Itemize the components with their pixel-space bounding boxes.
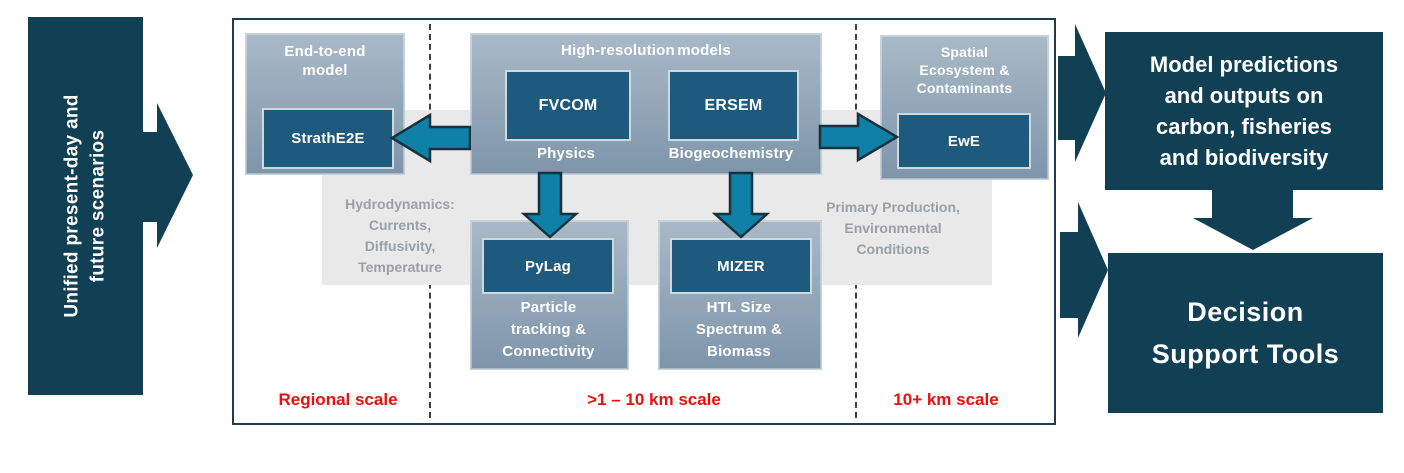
arrow-predictions-to-dst-icon [1193,190,1313,250]
hydrodynamics-line: Hydrodynamics: [345,196,455,212]
particle-tracking-label: Particle tracking & Connectivity [470,297,627,363]
spatial-title-line: Spatial [940,44,989,60]
arrow-framework-to-dst-icon [1060,202,1108,338]
ewe-box: EwE [897,113,1031,169]
predictions-line: and biodiversity [1159,145,1329,170]
primary-production-line: Primary Production, [826,199,960,215]
predictions-line: carbon, fisheries [1155,114,1333,139]
fvcom-box: FVCOM [505,70,631,141]
htl-size-line: HTL Size [706,299,772,316]
ersem-box: ERSEM [668,70,799,141]
scenarios-banner-label: Unified present-day and future scenarios [60,26,112,387]
hydrodynamics-label: Hydrodynamics: Currents, Diffusivity, Te… [322,194,478,278]
particle-tracking-line: tracking & [510,321,587,338]
hydrodynamics-line: Temperature [358,259,442,275]
scenarios-banner-line: future scenarios [87,129,109,283]
biogeochemistry-label: Biogeochemistry [668,145,794,162]
mid-scale-label: >1 – 10 km scale [587,390,721,409]
htl-size-line: Spectrum & [695,321,783,338]
particle-tracking-line: Particle [520,299,577,316]
hydrodynamics-line: Diffusivity, [364,238,436,254]
end-to-end-title-line: model [302,62,348,79]
spatial-title-line: Contaminants [916,80,1013,96]
primary-production-label: Primary Production, Environmental Condit… [803,197,983,260]
dst-line: Support Tools [1151,339,1340,369]
decision-support-tools-box: Decision Support Tools [1108,253,1383,413]
physics-label: Physics [536,145,596,162]
dst-line: Decision [1187,297,1304,327]
large-scale-label: 10+ km scale [893,390,999,409]
end-to-end-title-line: End-to-end [284,43,366,60]
arrow-framework-to-predictions-icon [1058,24,1106,162]
ewe-label: EwE [947,132,981,150]
primary-production-line: Environmental [844,220,942,236]
spatial-ecosystem-title: Spatial Ecosystem & Contaminants [881,36,1048,97]
primary-production-line: Conditions [856,241,930,257]
mizer-label: MIZER [717,257,765,275]
pylag-label: PyLag [524,257,571,275]
end-to-end-title: End-to-end model [246,34,404,80]
hydrodynamics-line: Currents, [368,217,432,233]
scenarios-banner-line: Unified present-day and [61,94,83,318]
spatial-title-line: Ecosystem & [919,62,1010,78]
fvcom-label: FVCOM [538,96,598,114]
predictions-line: Model predictions [1149,52,1339,77]
strathe2e-label: StrathE2E [291,130,365,147]
pylag-box: PyLag [482,238,614,294]
regional-scale-label: Regional scale [278,390,398,409]
strathe2e-box: StrathE2E [262,108,394,169]
model-predictions-box: Model predictions and outputs on carbon,… [1105,32,1383,190]
htl-size-line: Biomass [707,343,771,360]
htl-size-spectrum-label: HTL Size Spectrum & Biomass [658,297,820,363]
mizer-box: MIZER [670,238,812,294]
ersem-label: ERSEM [704,96,763,114]
high-resolution-title: High-resolution models [561,42,731,59]
particle-tracking-line: Connectivity [502,343,595,360]
predictions-line: and outputs on [1164,83,1324,108]
